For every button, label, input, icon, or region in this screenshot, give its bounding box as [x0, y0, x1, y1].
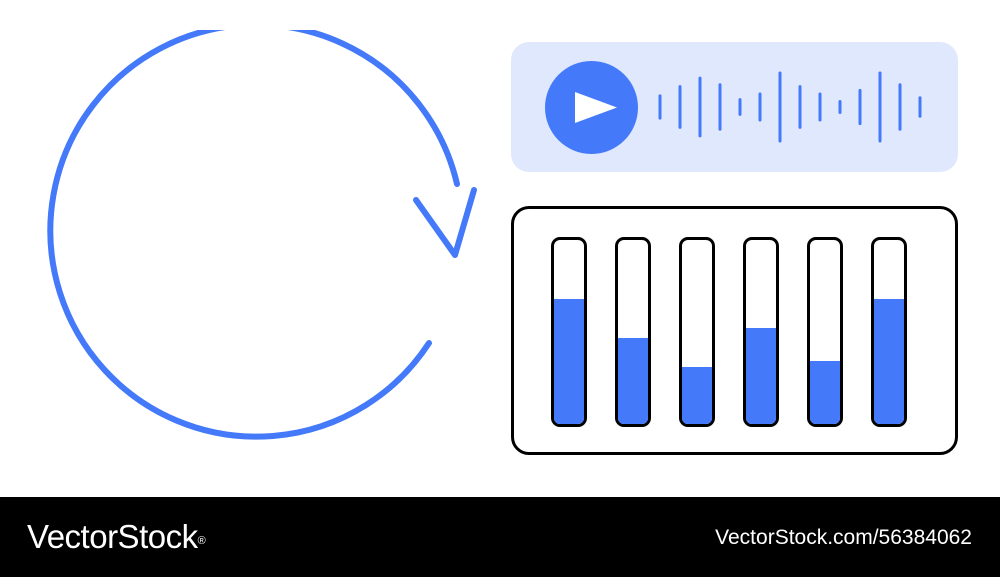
audio-player-card — [511, 42, 958, 172]
footer-bar: VectorStock® VectorStock.com/56384062 — [0, 497, 1000, 577]
equalizer-slider[interactable] — [743, 237, 779, 427]
play-icon — [575, 92, 617, 123]
equalizer-slider-fill — [618, 337, 648, 424]
circular-arrow-icon — [47, 30, 477, 440]
equalizer-panel — [511, 206, 958, 455]
equalizer-slider[interactable] — [551, 237, 587, 427]
equalizer-slider-fill — [554, 298, 584, 424]
equalizer-slider-fill — [874, 298, 904, 424]
circular-arrow-stroke — [47, 30, 460, 440]
brand-logo: VectorStock® — [27, 517, 206, 557]
play-button[interactable] — [545, 61, 638, 154]
equalizer-slider[interactable] — [871, 237, 907, 427]
equalizer-slider[interactable] — [615, 237, 651, 427]
equalizer-slider-fill — [810, 361, 840, 424]
image-id-text: VectorStock.com/56384062 — [715, 526, 972, 549]
brand-name: VectorStock — [27, 518, 198, 555]
audio-waveform-icon — [658, 71, 922, 143]
equalizer-slider[interactable] — [679, 237, 715, 427]
equalizer-slider-fill — [746, 328, 776, 424]
registered-mark: ® — [197, 535, 206, 547]
equalizer-slider-fill — [682, 366, 712, 424]
circular-arrow-head — [413, 187, 477, 258]
equalizer-slider[interactable] — [807, 237, 843, 427]
